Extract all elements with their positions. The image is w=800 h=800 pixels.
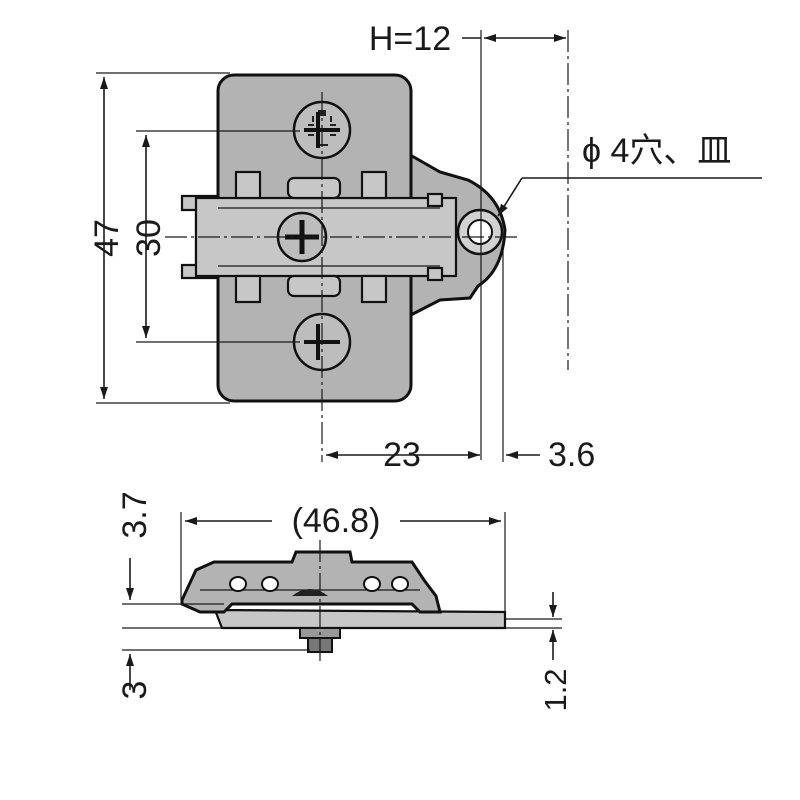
dim-3-7: 3.7 <box>116 491 224 629</box>
dim-23: 23 <box>326 250 504 474</box>
dim-3-label: 3 <box>116 681 154 700</box>
dim-30: 30 <box>130 130 300 343</box>
dim-1-2-label: 1.2 <box>538 668 573 711</box>
side-view <box>180 540 507 665</box>
dim-1-2: 1.2 <box>505 592 573 712</box>
dim-h12-label: H=12 <box>369 20 451 58</box>
dim-hole-label: ϕ 4穴、皿 <box>582 132 731 170</box>
dim-47: 47 <box>88 72 230 404</box>
side-base-plate <box>213 608 507 630</box>
dim-47-label: 47 <box>88 219 126 257</box>
dim-3: 3 <box>116 649 310 700</box>
top-view <box>165 73 520 462</box>
dim-23-label: 23 <box>383 436 421 474</box>
dim-46-8-label: (46.8) <box>292 502 381 540</box>
dim-30-label: 30 <box>130 219 168 257</box>
dim-46-8: (46.8) <box>180 502 506 612</box>
dim-3-6: 3.6 <box>506 436 595 474</box>
dim-3-6-label: 3.6 <box>548 436 595 474</box>
dim-3-7-label: 3.7 <box>116 491 154 538</box>
dim-hole: ϕ 4穴、皿 <box>497 132 762 217</box>
side-body <box>180 550 442 614</box>
dim-h12: H=12 <box>369 20 569 460</box>
